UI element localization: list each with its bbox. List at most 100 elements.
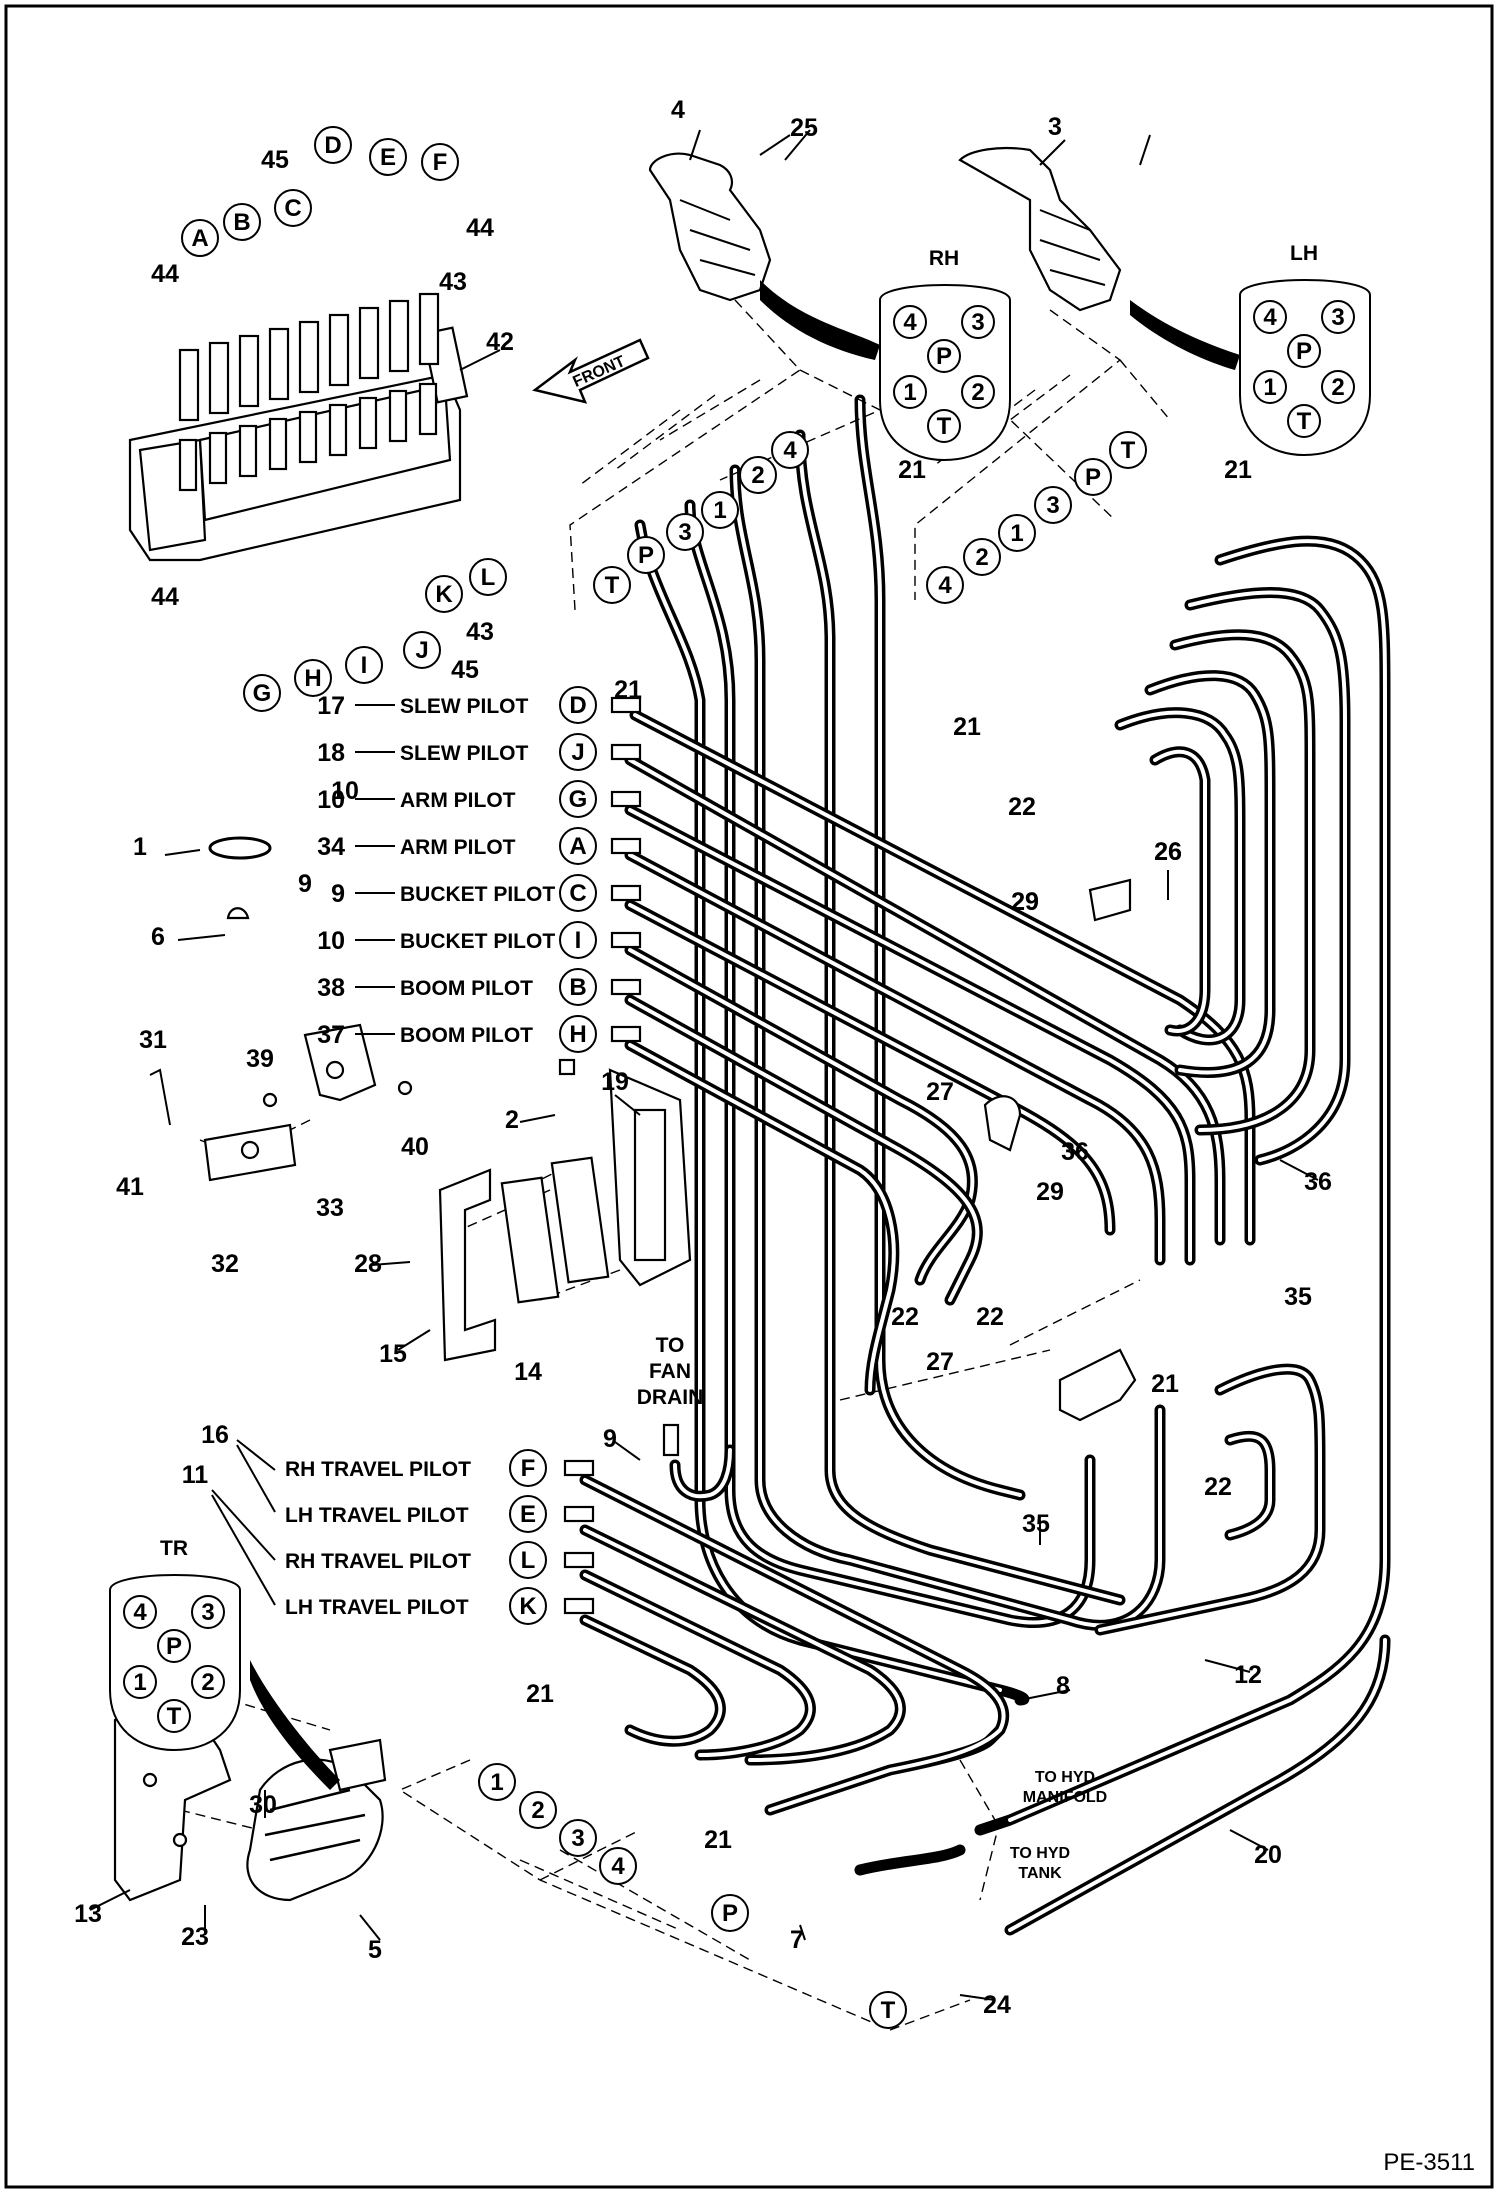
callout-19: 19: [601, 1068, 629, 1096]
callout-43: 43: [466, 618, 494, 646]
callout-16: 16: [201, 1421, 229, 1449]
leader-16a: [236, 1439, 276, 1471]
port-rh-3: 3: [961, 305, 995, 339]
hose-fitting: [610, 931, 642, 949]
hose-fitting: [563, 1597, 595, 1615]
pilot-line-port-G: G: [559, 780, 597, 818]
pilot-line-label: ARM PILOT: [400, 836, 516, 859]
port-lh-P: P: [1287, 334, 1321, 368]
port-lh-T-text: T: [1297, 408, 1312, 435]
port-rh-2: 2: [961, 375, 995, 409]
port-rh-3-text: 3: [971, 309, 984, 336]
valve-port-D-text: D: [324, 132, 341, 159]
pilot-line-number: 10: [317, 927, 345, 955]
valve-port-F: F: [421, 143, 459, 181]
pilot-line-port-D-text: D: [569, 692, 586, 719]
callout-31: 31: [139, 1026, 167, 1054]
port-lh-4-text: 4: [1263, 304, 1277, 331]
callout-11: 11: [182, 1461, 209, 1489]
port-rh-1-text: 1: [903, 379, 916, 406]
hose-fitting: [563, 1551, 595, 1569]
leader-11b: [211, 1494, 276, 1606]
hose-fitting: [610, 1025, 642, 1043]
callout-9: 9: [298, 870, 312, 898]
callout-leader: [614, 1441, 641, 1461]
callout-7: 7: [790, 1926, 804, 1954]
port-tr-2: 2: [191, 1665, 225, 1699]
rh-hose-port-1-text: 1: [713, 497, 726, 524]
callout-13: 13: [74, 1900, 102, 1928]
pilot-line-number: 34: [317, 833, 345, 861]
callout-leader: [689, 129, 701, 161]
callout-39: 39: [246, 1045, 274, 1073]
lh-hose-port-1: 1: [998, 514, 1036, 552]
lh-hose-port-3: 3: [1034, 486, 1072, 524]
callout-27: 27: [926, 1078, 954, 1106]
lh-hose-port-4: 4: [926, 566, 964, 604]
callout-36: 36: [1304, 1168, 1332, 1196]
pilot-line-number: 18: [317, 739, 345, 767]
callout-leader: [1139, 134, 1151, 166]
callout-44: 44: [151, 260, 179, 288]
callout-26: 26: [1154, 838, 1182, 866]
valve-spools: [178, 292, 440, 492]
port-lh-T: T: [1287, 404, 1321, 438]
fan-drain-label: DRAIN: [637, 1386, 704, 1409]
fan-drain-label: FAN: [649, 1360, 691, 1383]
callout-leader: [799, 1924, 806, 1941]
hose-fitting: [610, 743, 642, 761]
valve-port-C: C: [274, 189, 312, 227]
port-lh-2-text: 2: [1331, 374, 1344, 401]
port-tr-T: T: [157, 1699, 191, 1733]
pilot-line-port-I-text: I: [575, 927, 582, 954]
callout-21: 21: [614, 676, 642, 704]
lh-hose-port-2-text: 2: [975, 544, 988, 571]
valve-port-H-text: H: [304, 665, 321, 692]
fan-drain-fitting: [662, 1423, 680, 1457]
valve-port-F-text: F: [433, 149, 448, 176]
port-tr-2-text: 2: [201, 1669, 214, 1696]
callout-leader: [1229, 1829, 1269, 1851]
pilot-line-number: 37: [317, 1021, 345, 1049]
callout-4: 4: [671, 96, 685, 124]
hose-fitting: [610, 696, 642, 714]
travel-valve-port-3-text: 3: [571, 1825, 584, 1852]
pilot-line-port-D: D: [559, 686, 597, 724]
pilot-line-port-I: I: [559, 921, 597, 959]
pilot-line-number: 17: [317, 692, 345, 720]
pilot-line-label: SLEW PILOT: [400, 742, 529, 765]
callout-22: 22: [1204, 1473, 1232, 1501]
travel-valve-port-1: 1: [478, 1763, 516, 1801]
valve-port-E-text: E: [380, 144, 396, 171]
pilot-line-label: BUCKET PILOT: [400, 883, 555, 906]
lh-hose-port-1-text: 1: [1010, 520, 1023, 547]
manifold-block: [1058, 1348, 1137, 1422]
callout-leader: [959, 1994, 996, 2001]
pilot-line-port-J: J: [559, 733, 597, 771]
callout-45: 45: [451, 656, 479, 684]
rh-hose-port-2: 2: [739, 456, 777, 494]
pilot-line-port-C-text: C: [569, 880, 586, 907]
rh-hose-port-P-text: P: [638, 542, 654, 569]
callout-leader: [359, 1914, 381, 1941]
valve-port-G-text: G: [253, 680, 272, 707]
callout-9: 9: [603, 1425, 617, 1453]
callout-6: 6: [151, 923, 165, 951]
lh-hose-port-2: 2: [963, 538, 1001, 576]
callout-8: 8: [1056, 1672, 1070, 1700]
valve-port-D: D: [314, 126, 352, 164]
travel-line-label: RH TRAVEL PILOT: [285, 1550, 471, 1573]
valve-port-A: A: [181, 219, 219, 257]
callout-40: 40: [401, 1133, 429, 1161]
pilot-line-port-A-text: A: [569, 833, 586, 860]
hose-group: [579, 394, 1391, 1936]
lh-hose-port-T: T: [1109, 431, 1147, 469]
port-tr-4-text: 4: [133, 1599, 147, 1626]
callout-43: 43: [439, 268, 467, 296]
pilot-line-label: BOOM PILOT: [400, 977, 533, 1000]
travel-line-port-L: L: [509, 1541, 547, 1579]
pilot-line-label: BOOM PILOT: [400, 1024, 533, 1047]
rh-hose-port-P: P: [627, 536, 665, 574]
